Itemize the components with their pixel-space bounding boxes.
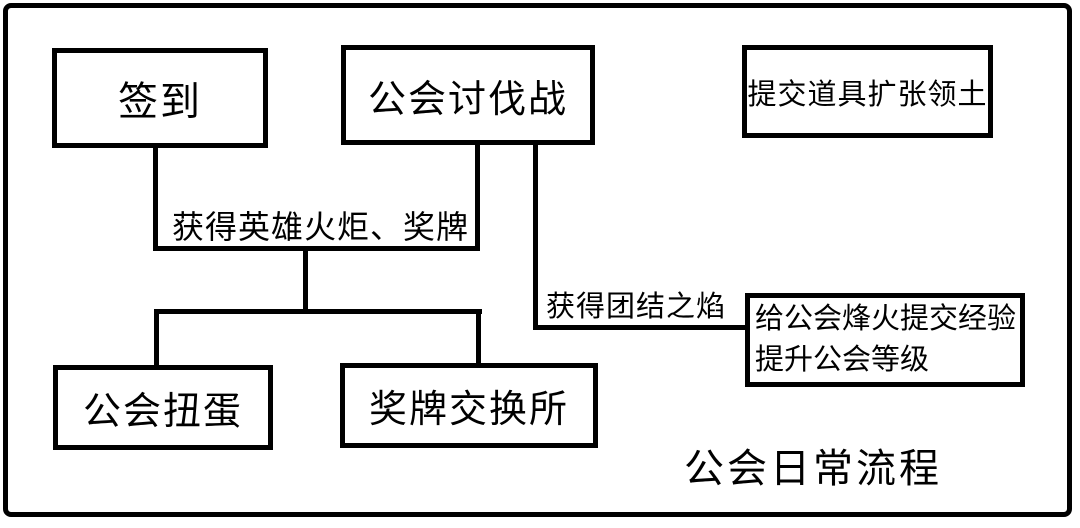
edge-label-hero-torch-medal: 获得英雄火炬、奖牌 <box>172 209 470 245</box>
connector-to-guild-gacha <box>154 311 159 369</box>
connector-lower-horizontal <box>154 309 482 314</box>
node-medal-exchange: 奖牌交换所 <box>340 363 598 448</box>
node-guild-gacha: 公会扭蛋 <box>53 365 273 450</box>
connector-upper-horizontal <box>153 246 480 251</box>
node-guild-battle-label: 公会讨伐战 <box>367 78 568 121</box>
edge-label-unity-flame: 获得团结之焰 <box>546 291 727 323</box>
diagram-outer-border <box>3 3 1072 517</box>
node-submit-items-expand-territory: 提交道具扩张领土 <box>742 45 993 138</box>
connector-guild-battle-down-left <box>475 140 480 251</box>
connector-guild-battle-down-right <box>533 140 538 330</box>
node-medal-exchange-label: 奖牌交换所 <box>368 389 569 431</box>
node-guild-beacon-exp: 给公会烽火提交经验 提升公会等级 <box>745 293 1025 387</box>
connector-signin-down <box>153 143 158 251</box>
node-sign-in: 签到 <box>52 48 268 148</box>
node-guild-beacon-line1: 给公会烽火提交经验 <box>755 303 1017 335</box>
connector-junction-vertical <box>303 248 308 314</box>
node-guild-battle: 公会讨伐战 <box>341 45 595 145</box>
connector-to-beacon <box>533 325 749 330</box>
node-guild-gacha-label: 公会扭蛋 <box>82 391 243 433</box>
node-sign-in-label: 签到 <box>118 79 202 124</box>
diagram-title: 公会日常流程 <box>684 446 942 491</box>
node-submit-items-label: 提交道具扩张领土 <box>747 78 988 111</box>
node-guild-beacon-line2: 提升公会等级 <box>755 344 930 376</box>
connector-to-medal-exchange <box>476 311 481 367</box>
